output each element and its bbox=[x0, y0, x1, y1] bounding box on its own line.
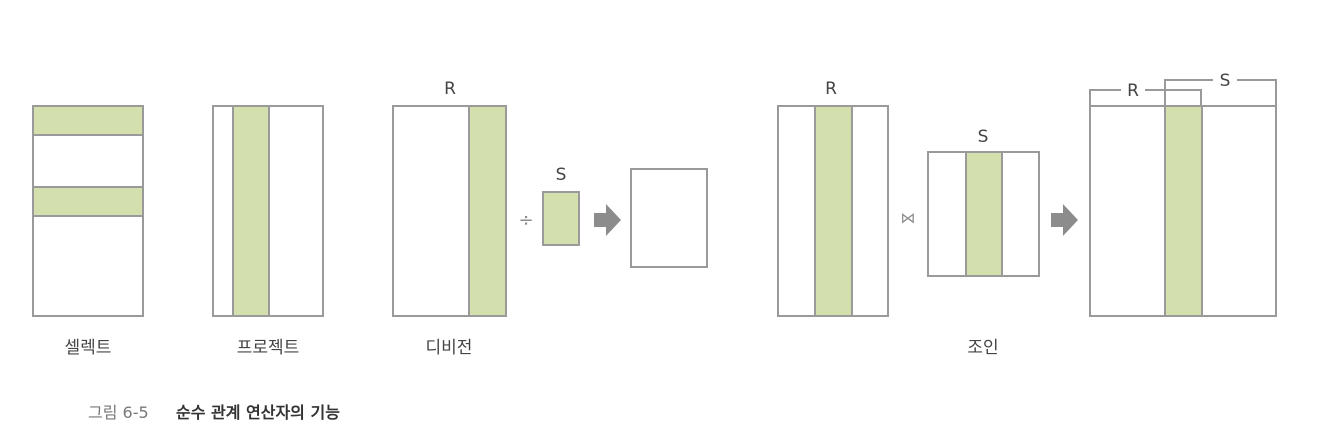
join-r-highlight-column bbox=[814, 105, 853, 317]
project-highlight-column bbox=[232, 105, 270, 317]
project-group: 프로젝트 bbox=[212, 105, 324, 358]
division-result-arrow-icon bbox=[594, 204, 621, 236]
division-s-label: S bbox=[556, 165, 567, 185]
division-result-table bbox=[630, 168, 708, 268]
join-result-s-bracket bbox=[1164, 79, 1277, 106]
join-result-r-label: R bbox=[1127, 81, 1139, 101]
divide-operator: ÷ bbox=[518, 210, 533, 231]
figure-title: 순수 관계 연산자의 기능 bbox=[176, 403, 340, 422]
division-group: R ÷ S 디비전 bbox=[392, 79, 708, 358]
join-result-r-bracket bbox=[1089, 89, 1202, 106]
division-label: 디비전 bbox=[426, 338, 473, 358]
join-s-highlight-column bbox=[965, 151, 1003, 277]
join-result-arrow-icon bbox=[1051, 204, 1078, 236]
select-highlight-row-1 bbox=[32, 105, 144, 136]
join-result-highlight-column bbox=[1164, 105, 1203, 317]
division-r-highlight-column bbox=[468, 105, 507, 317]
project-label: 프로젝트 bbox=[237, 338, 300, 358]
select-group: 셀렉트 bbox=[32, 105, 144, 358]
join-s-label: S bbox=[978, 127, 989, 147]
join-result-s-label: S bbox=[1220, 71, 1231, 91]
figure-caption: 그림 6-5 순수 관계 연산자의 기능 bbox=[88, 403, 340, 422]
join-label: 조인 bbox=[967, 338, 998, 358]
join-operator: ⋈ bbox=[901, 209, 916, 227]
division-r-label: R bbox=[444, 79, 456, 99]
join-group: R ⋈ S R S 조인 bbox=[777, 71, 1277, 358]
select-label: 셀렉트 bbox=[65, 338, 112, 358]
select-highlight-row-2 bbox=[32, 186, 144, 217]
division-s-table bbox=[542, 191, 580, 246]
join-r-label: R bbox=[825, 79, 837, 99]
figure-number: 그림 6-5 bbox=[88, 403, 149, 422]
